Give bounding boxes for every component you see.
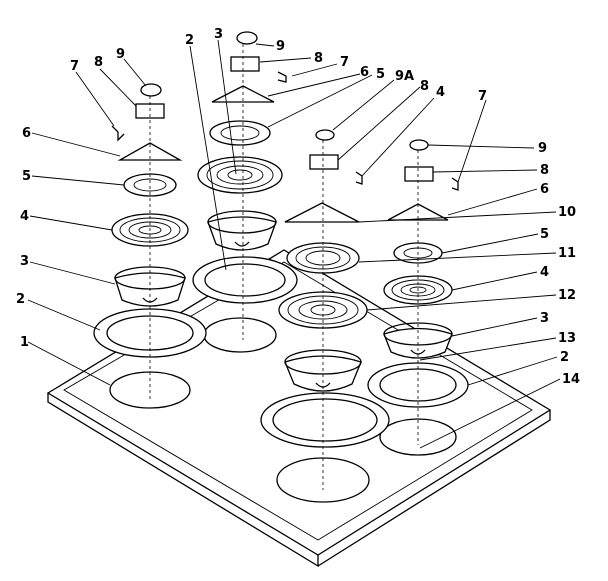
callout-4-right: 4 <box>540 265 549 280</box>
callout-9-top: 9 <box>276 39 285 54</box>
callout-7-right: 7 <box>478 89 487 104</box>
callout-4-top: 4 <box>436 85 445 100</box>
callout-2-right: 2 <box>560 350 569 365</box>
callout-5: 5 <box>22 169 31 184</box>
callout-13: 13 <box>558 331 576 346</box>
terminal-blocks <box>135 56 434 182</box>
control-knobs <box>140 31 429 151</box>
reflector-bowls <box>123 120 443 264</box>
callout-8-top: 8 <box>314 51 323 66</box>
callout-9A: 9A <box>395 69 414 84</box>
leader-lines <box>27 39 561 449</box>
callout-4: 4 <box>20 209 29 224</box>
trim-rings <box>93 256 469 448</box>
callout-9-right: 9 <box>538 141 547 156</box>
callout-6-top: 6 <box>360 65 369 80</box>
callout-9: 9 <box>116 47 125 62</box>
callout-3-right: 3 <box>540 311 549 326</box>
callout-numbers: 1 2 3 4 5 6 7 8 9 2 3 9 8 7 6 5 9A 8 4 7… <box>16 27 580 387</box>
callout-1: 1 <box>20 335 29 350</box>
callout-11: 11 <box>558 246 576 261</box>
callout-5-top: 5 <box>376 67 385 82</box>
callout-6-right: 6 <box>540 182 549 197</box>
assembly-centerlines <box>149 44 419 490</box>
callout-14: 14 <box>562 372 580 387</box>
callout-6: 6 <box>22 126 31 141</box>
callout-8: 8 <box>94 55 103 70</box>
callout-3: 3 <box>20 254 29 269</box>
callout-5-right: 5 <box>540 227 549 242</box>
callout-2: 2 <box>16 292 25 307</box>
callout-7-top: 7 <box>340 55 349 70</box>
callout-8-right: 8 <box>540 163 549 178</box>
callout-2-top: 2 <box>185 33 194 48</box>
callout-8-mid: 8 <box>420 79 429 94</box>
retaining-clips <box>111 71 459 191</box>
callout-3-top: 3 <box>214 27 223 42</box>
callout-7: 7 <box>70 59 79 74</box>
callout-10: 10 <box>558 205 576 220</box>
callout-12: 12 <box>558 288 576 303</box>
